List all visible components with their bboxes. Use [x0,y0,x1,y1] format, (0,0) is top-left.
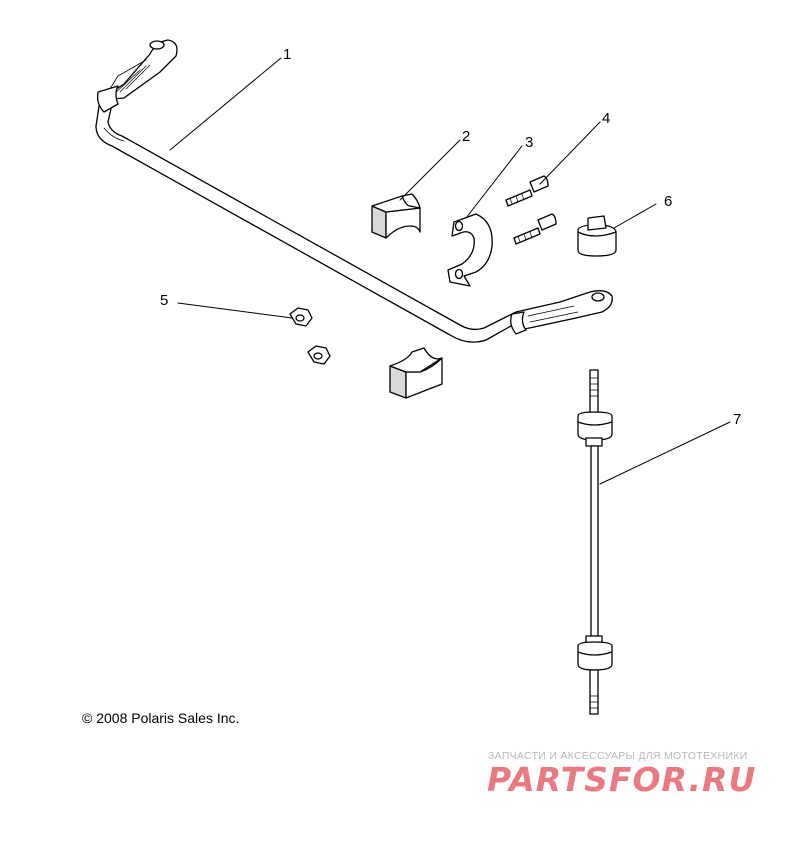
copyright-notice: © 2008 Polaris Sales Inc. [82,710,240,726]
watermark-logo: PARTSFOR.RU [487,760,757,799]
leader-lines [169,57,731,485]
callout-4: 4 [602,110,610,127]
bushing-upper [371,193,421,239]
stabilizer-bar [95,39,613,343]
callout-6: 6 [664,193,672,210]
callout-5: 5 [160,292,168,309]
callout-7: 7 [733,411,741,428]
bushing-lower [389,347,443,399]
callout-2: 2 [462,128,470,145]
callout-3: 3 [525,134,533,151]
end-link [577,369,613,715]
grommet [577,215,617,257]
clamp-bracket [447,213,493,287]
bolt-upper [505,175,549,207]
nut-lower [307,345,331,365]
nut-upper [289,307,313,327]
watermark-tagline: ЗАПЧАСТИ И АКСЕССУАРЫ ДЛЯ МОТОТЕХНИКИ [488,750,748,762]
bolt-lower [513,213,557,245]
callout-1: 1 [283,46,291,63]
